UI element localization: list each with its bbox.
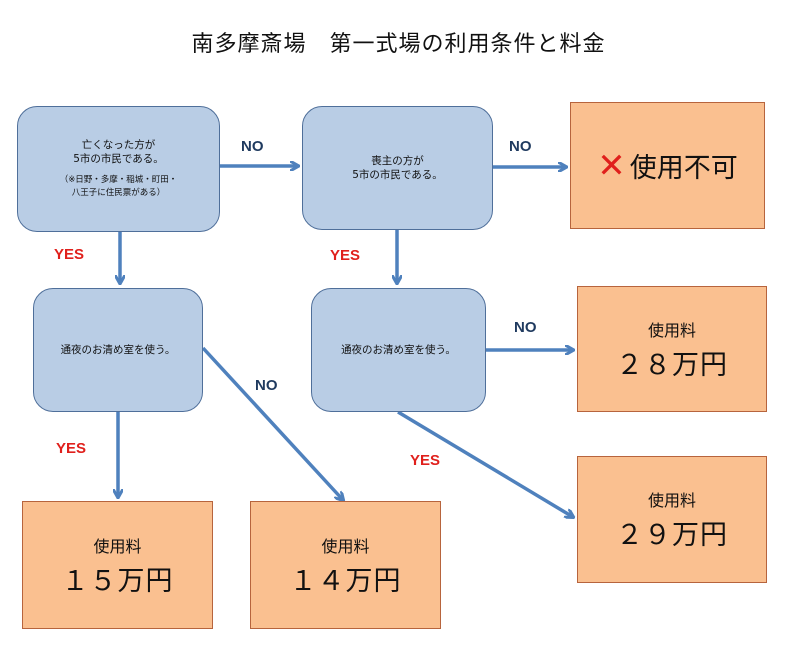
fee-amount: １５万円 — [61, 565, 174, 597]
question-text: 5市の市民である。 — [73, 153, 164, 166]
label-yes-q4: YES — [410, 452, 441, 469]
arrow-q4-yes — [397, 410, 573, 517]
result-fee-29: 使用料 ２９万円 — [577, 456, 767, 583]
result-fee-15: 使用料 １５万円 — [22, 501, 213, 629]
cross-icon: ✕ — [597, 145, 626, 186]
question-text: 亡くなった方が — [81, 139, 156, 152]
fee-label: 使用料 — [321, 536, 370, 556]
question-text: 通夜のお清め室を使う。 — [60, 343, 176, 356]
question-chief-mourner-resident: 喪主の方が 5市の市民である。 — [302, 106, 493, 230]
question-deceased-resident: 亡くなった方が 5市の市民である。 （※日野・多摩・稲城・町田・ 八王子に住民票… — [17, 106, 220, 232]
label-no-q3: NO — [255, 377, 278, 394]
fee-label: 使用料 — [93, 536, 142, 556]
page-title: 南多摩斎場 第一式場の利用条件と料金 — [191, 32, 606, 57]
label-no-q4: NO — [514, 319, 537, 336]
fee-label: 使用料 — [647, 320, 696, 340]
question-text: 通夜のお清め室を使う。 — [341, 343, 456, 356]
label-no-q1: NO — [241, 138, 264, 155]
fee-label: 使用料 — [647, 491, 696, 510]
result-fee-28: 使用料 ２８万円 — [577, 286, 767, 412]
fee-amount: ２９万円 — [616, 520, 728, 551]
fee-amount: ２８万円 — [616, 349, 728, 381]
label-no-q2: NO — [509, 138, 532, 155]
label-yes-q3: YES — [56, 440, 87, 457]
fee-amount: １４万円 — [289, 565, 402, 597]
question-note: （※日野・多摩・稲城・町田・ 八王子に住民票がある） — [59, 175, 178, 199]
question-purification-room-left: 通夜のお清め室を使う。 — [33, 288, 203, 412]
question-text: 喪主の方が — [371, 154, 424, 167]
question-purification-room-right: 通夜のお清め室を使う。 — [311, 288, 486, 412]
question-text: 5市の市民である。 — [352, 169, 443, 181]
label-yes-q1: YES — [54, 246, 85, 263]
arrow-q3-no — [201, 346, 343, 500]
result-fee-14: 使用料 １４万円 — [250, 501, 441, 629]
result-not-available: ✕ 使用不可 — [570, 102, 765, 229]
result-text: 使用不可 — [629, 153, 738, 184]
label-yes-q2: YES — [330, 247, 361, 264]
